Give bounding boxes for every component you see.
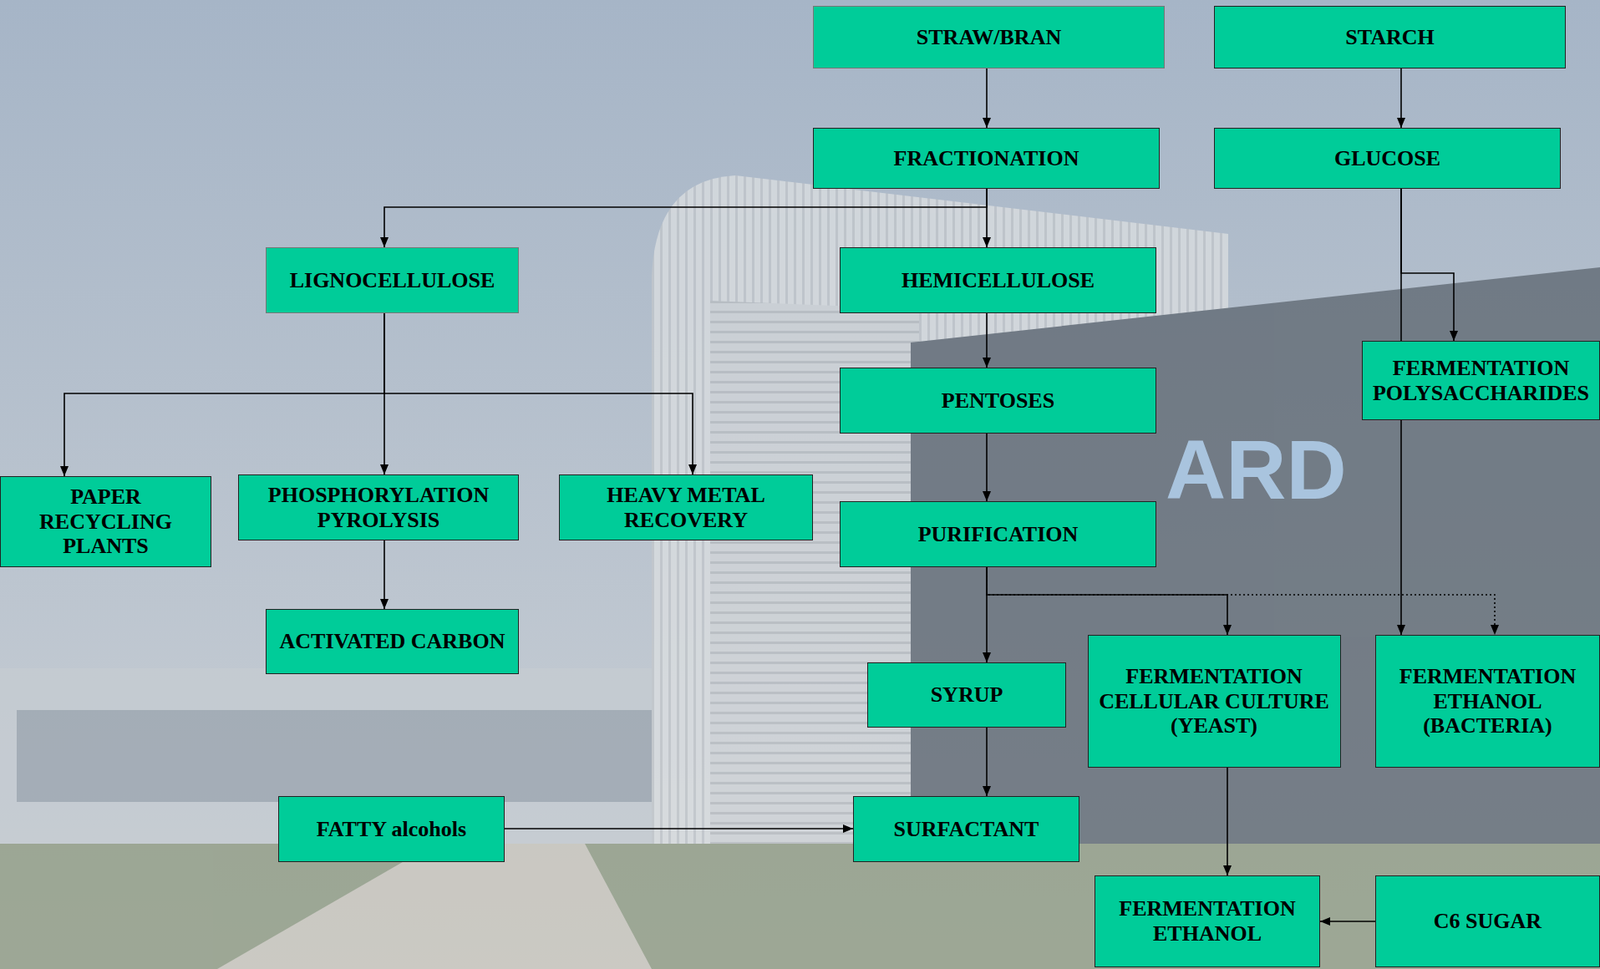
- flow-arrow: [504, 827, 854, 830]
- box-label: PURIFICATION: [918, 522, 1079, 548]
- flow-arrow: [384, 313, 693, 475]
- process-box: FRACTIONATION: [812, 127, 1160, 189]
- box-label: PAPER RECYCLING PLANTS: [32, 484, 179, 560]
- box-label: FERMENTATION ETHANOL: [1102, 896, 1312, 947]
- process-box: FATTY alcohols: [278, 796, 505, 863]
- box-label: STRAW/BRAN: [916, 25, 1062, 51]
- flow-arrow: [985, 727, 988, 797]
- process-box: SURFACTANT: [853, 796, 1080, 863]
- process-box: HEAVY METAL RECOVERY: [558, 474, 813, 541]
- ground: [0, 843, 1600, 969]
- process-box: HEMICELLULOSE: [839, 247, 1157, 314]
- box-label: FERMENTATION POLYSACCHARIDES: [1370, 355, 1592, 407]
- process-box: C6 SUGAR: [1375, 875, 1600, 968]
- flow-arrow: [985, 313, 988, 368]
- process-box: STRAW/BRAN: [812, 5, 1165, 69]
- box-label: LIGNOCELLULOSE: [289, 268, 496, 294]
- flow-arrow: [1226, 767, 1229, 876]
- process-box: FERMENTATION ETHANOL: [1094, 875, 1321, 968]
- box-label: PHOSPHORYLATION PYROLYSIS: [246, 482, 511, 534]
- flow-arrow: [985, 188, 988, 248]
- process-box: PAPER RECYCLING PLANTS: [0, 476, 212, 568]
- box-label: FRACTIONATION: [893, 146, 1080, 172]
- flow-arrow: [1401, 188, 1454, 341]
- flow-arrow: [1400, 68, 1402, 128]
- box-label: GLUCOSE: [1334, 146, 1441, 172]
- process-box: FERMENTATION CELLULAR CULTURE (YEAST): [1087, 634, 1341, 768]
- flow-arrow: [985, 433, 988, 502]
- process-box: FERMENTATION ETHANOL (BACTERIA): [1375, 634, 1600, 768]
- flow-arrow: [383, 540, 386, 610]
- process-box: LIGNOCELLULOSE: [265, 247, 519, 314]
- box-label: ACTIVATED CARBON: [279, 629, 506, 655]
- process-box: SYRUP: [867, 662, 1067, 728]
- process-box: PHOSPHORYLATION PYROLYSIS: [238, 474, 519, 541]
- process-box: STARCH: [1213, 5, 1566, 69]
- box-label: STARCH: [1345, 25, 1434, 51]
- facade-logo: ARD: [1165, 427, 1347, 512]
- flow-arrow: [64, 313, 385, 477]
- box-label: FERMENTATION CELLULAR CULTURE (YEAST): [1088, 664, 1340, 740]
- road: [217, 843, 652, 969]
- box-label: FERMENTATION ETHANOL (BACTERIA): [1383, 664, 1592, 740]
- process-box: FERMENTATION POLYSACCHARIDES: [1361, 340, 1600, 421]
- flow-arrow: [985, 68, 988, 128]
- box-label: C6 SUGAR: [1433, 909, 1542, 935]
- process-box: GLUCOSE: [1213, 127, 1561, 189]
- flow-arrow: [1320, 920, 1376, 923]
- box-label: FATTY alcohols: [316, 817, 467, 843]
- low-building: [0, 668, 669, 844]
- box-label: HEAVY METAL RECOVERY: [567, 482, 805, 534]
- photo-content: [0, 175, 1600, 969]
- box-label: SYRUP: [930, 682, 1004, 708]
- low-building-windows: [16, 710, 652, 803]
- flow-arrow: [986, 567, 1228, 635]
- box-label: SURFACTANT: [893, 817, 1040, 843]
- box-label: PENTOSES: [941, 388, 1055, 414]
- box-label: HEMICELLULOSE: [901, 268, 1095, 294]
- process-box: ACTIVATED CARBON: [265, 609, 519, 675]
- flow-arrow: [384, 188, 987, 248]
- flow-arrow: [986, 567, 1495, 635]
- process-box: PENTOSES: [839, 367, 1157, 434]
- process-box: PURIFICATION: [839, 501, 1157, 568]
